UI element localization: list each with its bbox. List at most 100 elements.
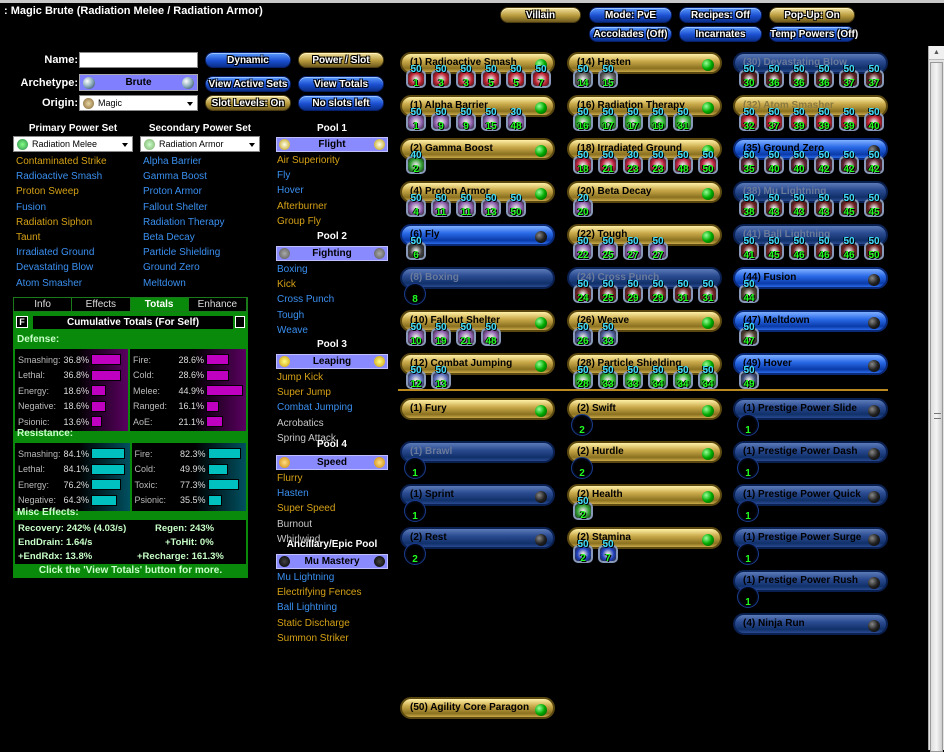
power-toggle-led-icon[interactable] — [702, 360, 714, 372]
enhancement-slot[interactable]: 50 34 — [646, 365, 670, 392]
power-pill[interactable]: (1) Prestige Power Surge — [733, 527, 888, 549]
pool-select-4[interactable]: Speed — [276, 455, 388, 470]
power-pill[interactable]: (6) Fly — [400, 224, 555, 246]
enhancement-slot[interactable]: 50 27 — [646, 236, 670, 263]
pool-next-icon[interactable] — [374, 356, 385, 367]
power-pill[interactable]: (16) Radiation Therapy — [567, 95, 722, 117]
enhancement-slot[interactable]: 50 39 — [812, 107, 836, 134]
enhancement-slot[interactable]: 50 21 — [596, 150, 620, 177]
build-power-slot[interactable]: (14) Hasten 50 14 50 15 — [567, 52, 722, 94]
enhancement-slot[interactable]: 50 27 — [621, 236, 645, 263]
build-power-slot[interactable]: (12) Combat Jumping 50 12 50 13 — [400, 353, 555, 395]
enhancement-slot[interactable]: 50 33 — [596, 322, 620, 349]
enhancement-slot[interactable]: 50 28 — [571, 365, 595, 392]
enhancement-slot[interactable]: 50 41 — [737, 236, 761, 263]
tab-enhance[interactable]: Enhance — [188, 298, 247, 311]
power-toggle-led-icon[interactable] — [535, 145, 547, 157]
tab-effects[interactable]: Effects — [72, 298, 131, 311]
build-power-slot[interactable]: (4) Ninja Run — [733, 613, 888, 655]
build-power-slot[interactable]: (2) Health 50 2 — [567, 484, 722, 526]
pool-prev-icon[interactable] — [279, 139, 290, 150]
power-pill[interactable]: (47) Meltdown — [733, 310, 888, 332]
enhancement-slot[interactable]: 50 2 — [571, 496, 595, 523]
archetype-select[interactable]: Brute — [79, 74, 198, 91]
power-pill[interactable]: (2) Health — [567, 484, 722, 506]
power-toggle-led-icon[interactable] — [702, 102, 714, 114]
tab-totals[interactable]: Totals — [130, 298, 189, 311]
archetype-next-icon[interactable] — [182, 77, 194, 89]
primary-set-select[interactable]: Radiation Melee — [13, 136, 133, 152]
enhancement-slot[interactable]: 50 40 — [787, 150, 811, 177]
power-toggle-led-icon[interactable] — [535, 317, 547, 329]
enhancement-slot[interactable]: 50 4 — [404, 193, 428, 220]
build-power-slot[interactable]: (1) Sprint 1 — [400, 484, 555, 526]
enhancement-slot[interactable]: 50 24 — [571, 279, 595, 306]
power-list-item[interactable]: Static Discharge — [277, 617, 350, 629]
enhancement-slot[interactable]: 50 49 — [737, 365, 761, 392]
power-list-item[interactable]: Fly — [277, 170, 291, 182]
power-toggle-led-icon[interactable] — [702, 534, 714, 546]
build-power-slot[interactable]: (22) Tough 50 22 50 25 50 27 50 27 — [567, 224, 722, 266]
power-list-item[interactable]: Hasten — [277, 488, 309, 500]
power-pill[interactable]: (1) Fury — [400, 398, 555, 420]
power-toggle-led-icon[interactable] — [868, 405, 880, 417]
tab-info[interactable]: Info — [14, 298, 73, 311]
power-toggle-led-icon[interactable] — [868, 577, 880, 589]
enhancement-slot[interactable]: 50 45 — [762, 236, 786, 263]
enhancement-slot[interactable]: 50 22 — [571, 236, 595, 263]
enhancement-slot[interactable]: 50 14 — [571, 64, 595, 91]
power-pill[interactable]: (50) Agility Core Paragon — [400, 697, 555, 719]
power-list-item[interactable]: Kick — [277, 279, 296, 291]
enhancement-slot[interactable]: 50 39 — [837, 107, 861, 134]
f-button[interactable]: F — [16, 316, 28, 328]
power-list-item[interactable]: Electrifying Fences — [277, 587, 362, 599]
power-list-item[interactable]: Afterburner — [277, 200, 328, 212]
empty-slot[interactable]: 1 — [737, 457, 759, 479]
pool-select-5[interactable]: Mu Mastery — [276, 554, 388, 569]
power-pill[interactable]: (2) Gamma Boost — [400, 138, 555, 160]
power-list-item[interactable]: Cross Punch — [277, 294, 335, 306]
build-power-slot[interactable]: (30) Devastating Blow 50 30 50 36 50 36 … — [733, 52, 888, 94]
power-list-item[interactable]: Group Fly — [277, 215, 321, 227]
popup-button[interactable]: Pop-Up: On — [769, 7, 855, 23]
enhancement-slot[interactable]: 50 36 — [762, 64, 786, 91]
pool-select-3[interactable]: Leaping — [276, 354, 388, 369]
power-list-item[interactable]: Spring Attack — [277, 432, 336, 444]
build-power-slot[interactable]: (1) Radioactive Smash 50 1 50 3 50 3 50 … — [400, 52, 555, 94]
build-power-slot[interactable]: (44) Fusion 50 44 — [733, 267, 888, 309]
enhancement-slot[interactable]: 50 47 — [737, 322, 761, 349]
power-pill[interactable]: (32) Atom Smasher — [733, 95, 888, 117]
power-toggle-led-icon[interactable] — [535, 491, 547, 503]
enhancement-slot[interactable]: 50 18 — [571, 150, 595, 177]
enhancement-slot[interactable]: 50 3 — [454, 64, 478, 91]
power-list-item[interactable]: Irradiated Ground — [16, 247, 95, 259]
power-pill[interactable]: (14) Hasten — [567, 52, 722, 74]
enhancement-slot[interactable]: 50 46 — [787, 236, 811, 263]
power-toggle-led-icon[interactable] — [868, 491, 880, 503]
power-list-item[interactable]: Contaminated Strike — [16, 156, 107, 167]
enhancement-slot[interactable]: 50 43 — [812, 193, 836, 220]
power-list-item[interactable]: Tough — [277, 309, 305, 321]
power-toggle-led-icon[interactable] — [702, 405, 714, 417]
enhancement-slot[interactable]: 50 45 — [837, 193, 861, 220]
build-power-slot[interactable]: (20) Beta Decay 20 20 — [567, 181, 722, 223]
enhancement-slot[interactable]: 50 31 — [671, 279, 695, 306]
recipes-button[interactable]: Recipes: Off — [679, 7, 762, 23]
enhancement-slot[interactable]: 30 48 — [504, 107, 528, 134]
power-list-item[interactable]: Meltdown — [143, 277, 186, 289]
power-pill[interactable]: (1) Prestige Power Slide — [733, 398, 888, 420]
pool-next-icon[interactable] — [374, 556, 385, 567]
enhancement-slot[interactable]: 20 20 — [571, 193, 595, 220]
power-toggle-led-icon[interactable] — [535, 534, 547, 546]
empty-slot[interactable]: 8 — [404, 283, 426, 305]
build-power-slot[interactable]: (8) Boxing 8 — [400, 267, 555, 309]
villain-button[interactable]: Villain — [500, 7, 581, 23]
power-slot-button[interactable]: Power / Slot — [298, 52, 384, 68]
enhancement-slot[interactable]: 50 48 — [671, 150, 695, 177]
build-power-slot[interactable]: (24) Cross Punch 50 24 50 25 50 29 50 29… — [567, 267, 722, 309]
enhancement-slot[interactable]: 50 7 — [529, 64, 553, 91]
view-active-sets-button[interactable]: View Active Sets — [205, 76, 291, 92]
origin-select[interactable]: Magic — [79, 95, 198, 111]
power-list-item[interactable]: Flurry — [277, 473, 303, 484]
build-power-slot[interactable]: (2) Rest 2 — [400, 527, 555, 569]
